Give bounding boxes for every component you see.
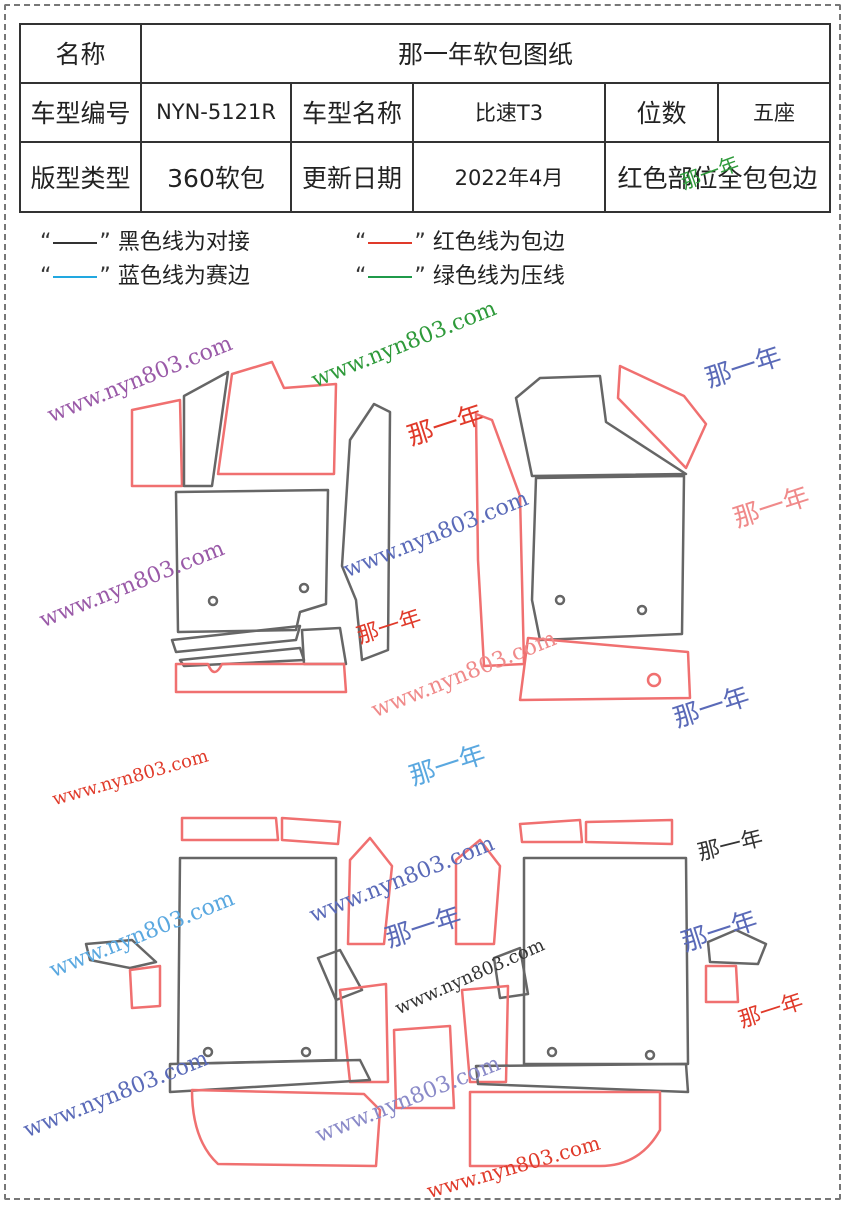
pattern-piece: [216, 360, 338, 476]
pattern-hole: [546, 1046, 558, 1058]
legend-red-text: 红色线为包边: [432, 230, 565, 255]
blue-line-swatch: [53, 276, 98, 278]
pattern-piece: [530, 474, 686, 642]
pattern-piece: [392, 1024, 456, 1110]
label-update-date: 更新日期: [290, 141, 414, 213]
pattern-piece: [492, 946, 530, 1000]
label-pattern-type: 版型类型: [19, 141, 142, 213]
seats-value: 五座: [716, 81, 832, 144]
green-line-swatch: [368, 276, 413, 278]
label-model-code: 车型编号: [19, 81, 142, 144]
pattern-piece: [190, 1088, 382, 1168]
pattern-piece: [180, 816, 280, 842]
legend-green-text: 绿色线为压线: [432, 264, 565, 289]
pattern-piece: [468, 1090, 662, 1168]
pattern-hole: [646, 672, 662, 688]
pattern-piece: [514, 374, 688, 478]
black-line-swatch: [53, 242, 98, 244]
pattern-piece: [704, 964, 740, 1004]
pattern-piece: [338, 982, 390, 1084]
info-table: 名称 那一年软包图纸 车型编号 NYN-5121R 车型名称 比速T3 位数 五…: [19, 23, 832, 213]
pattern-piece: [474, 412, 526, 668]
pattern-piece: [84, 938, 158, 970]
pattern-hole: [298, 582, 310, 594]
label-seats: 位数: [604, 81, 719, 144]
pattern-piece: [300, 626, 348, 666]
pattern-piece: [616, 364, 708, 470]
pattern-piece: [454, 838, 502, 946]
pattern-piece: [174, 662, 348, 694]
pattern-piece: [176, 856, 338, 1066]
label-model-name: 车型名称: [290, 81, 414, 144]
legend-blue: “” 蓝色线为赛边: [40, 264, 250, 289]
model-name: 比速T3: [412, 81, 606, 144]
pattern-piece: [474, 1062, 690, 1094]
pattern-piece: [130, 398, 184, 488]
pattern-piece: [170, 624, 302, 654]
legend-black-text: 黑色线为对接: [117, 230, 250, 255]
pattern-piece: [128, 964, 162, 1010]
model-code: NYN-5121R: [140, 81, 292, 144]
legend-green: “” 绿色线为压线: [355, 264, 565, 289]
pattern-piece: [174, 488, 330, 634]
pattern-piece: [168, 1058, 372, 1094]
pattern-piece: [584, 818, 674, 846]
pattern-hole: [554, 594, 566, 606]
red-line-swatch: [368, 242, 413, 244]
pattern-hole: [202, 1046, 214, 1058]
pattern-piece: [316, 948, 364, 1002]
page-border: [4, 4, 841, 1200]
legend-blue-text: 蓝色线为赛边: [117, 264, 250, 289]
pattern-piece: [460, 984, 510, 1084]
pattern-piece: [182, 370, 230, 488]
pattern-piece: [706, 928, 768, 966]
label-name: 名称: [19, 23, 142, 84]
pattern-hole: [644, 1049, 656, 1061]
pattern-hole: [636, 604, 648, 616]
pattern-type: 360软包: [140, 141, 292, 213]
legend-black: “” 黑色线为对接: [40, 230, 250, 255]
pattern-piece: [346, 836, 394, 946]
pattern-hole: [207, 595, 219, 607]
pattern-piece: [522, 856, 690, 1066]
pattern-piece: [280, 816, 342, 846]
pattern-piece: [340, 402, 392, 662]
pattern-hole: [300, 1046, 312, 1058]
update-date: 2022年4月: [412, 141, 606, 213]
drawing-title: 那一年软包图纸: [139, 23, 832, 84]
legend-red: “” 红色线为包边: [355, 230, 565, 255]
pattern-piece: [518, 636, 692, 702]
pattern-piece: [518, 818, 584, 844]
edge-note: 红色部位全包包边: [603, 141, 832, 213]
